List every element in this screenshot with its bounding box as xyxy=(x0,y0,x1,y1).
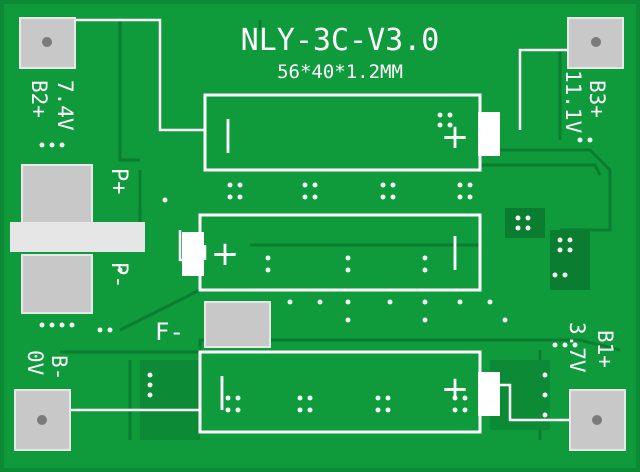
cell-1-negative-mark: | xyxy=(222,114,233,154)
board-title: NLY-3C-V3.0 xyxy=(241,23,440,58)
label-b2: B2+ xyxy=(27,80,51,118)
pad-hole xyxy=(37,415,47,425)
label-b1: B1+ xyxy=(593,330,617,368)
pad-bridge xyxy=(10,222,145,252)
cell-tab-top xyxy=(478,112,500,156)
label-b2-voltage: 7.4V xyxy=(53,80,77,131)
solder-pads xyxy=(10,17,626,451)
label-p-minus: P- xyxy=(106,262,131,289)
pad-hole xyxy=(592,415,602,425)
board-size: 56*40*1.2MM xyxy=(277,61,403,83)
label-b3: B3+ xyxy=(585,80,609,118)
label-b-minus: B- xyxy=(47,355,71,380)
copper-pour xyxy=(505,208,545,238)
cell-tab-bottom xyxy=(478,372,500,416)
label-b3-voltage: 11.1V xyxy=(561,70,585,134)
pad-hole xyxy=(42,37,52,47)
label-f-minus: F- xyxy=(155,318,184,346)
cell-3-positive-mark: + xyxy=(441,369,470,409)
cell-2-positive-mark: + xyxy=(211,234,240,274)
label-p-plus: P+ xyxy=(106,168,131,195)
cell-tab-middle xyxy=(182,232,204,276)
copper-pour xyxy=(140,360,200,440)
cell-3-negative-mark: | xyxy=(216,371,227,411)
pad-p-plus xyxy=(21,164,93,226)
label-b1-voltage: 3.7V xyxy=(565,322,589,373)
vias xyxy=(39,112,593,418)
pad-p-minus xyxy=(21,254,93,314)
cell-1-positive-mark: + xyxy=(441,117,470,157)
pad-f-minus xyxy=(204,301,271,348)
cell-2-negative-mark: | xyxy=(449,231,460,271)
label-b-minus-voltage: 0V xyxy=(23,350,47,376)
pad-hole xyxy=(591,37,601,47)
